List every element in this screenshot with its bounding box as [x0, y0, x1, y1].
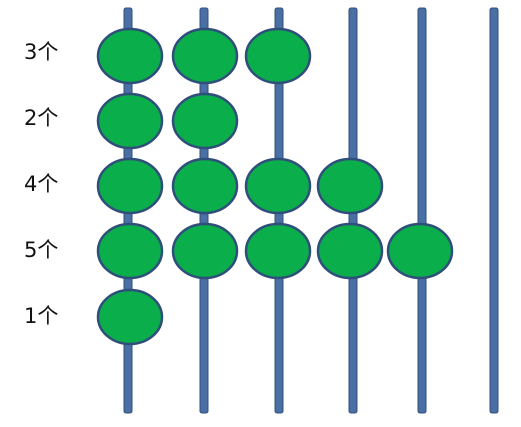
row-label-5: 1个	[24, 304, 59, 328]
bead-row4-4	[316, 222, 384, 280]
bead-row3-3	[244, 157, 312, 215]
bead-row1-3	[244, 27, 312, 85]
bead-row4-1	[96, 222, 164, 280]
bead-row4-3	[244, 222, 312, 280]
row-label-2: 2个	[24, 106, 59, 130]
rod-6	[489, 7, 499, 414]
bead-row2-1	[96, 92, 164, 150]
bead-row4-5	[386, 222, 454, 280]
bead-row5-1	[96, 288, 164, 346]
bead-row1-1	[96, 27, 164, 85]
bead-row1-2	[171, 27, 239, 85]
bead-row3-2	[171, 157, 239, 215]
bead-row2-2	[171, 92, 239, 150]
row-label-3: 4个	[24, 172, 59, 196]
rod-5	[417, 7, 427, 414]
row-label-1: 3个	[24, 40, 59, 64]
bead-row3-1	[96, 157, 164, 215]
row-label-4: 5个	[24, 238, 59, 262]
bead-row4-2	[171, 222, 239, 280]
bead-row3-4	[316, 157, 384, 215]
